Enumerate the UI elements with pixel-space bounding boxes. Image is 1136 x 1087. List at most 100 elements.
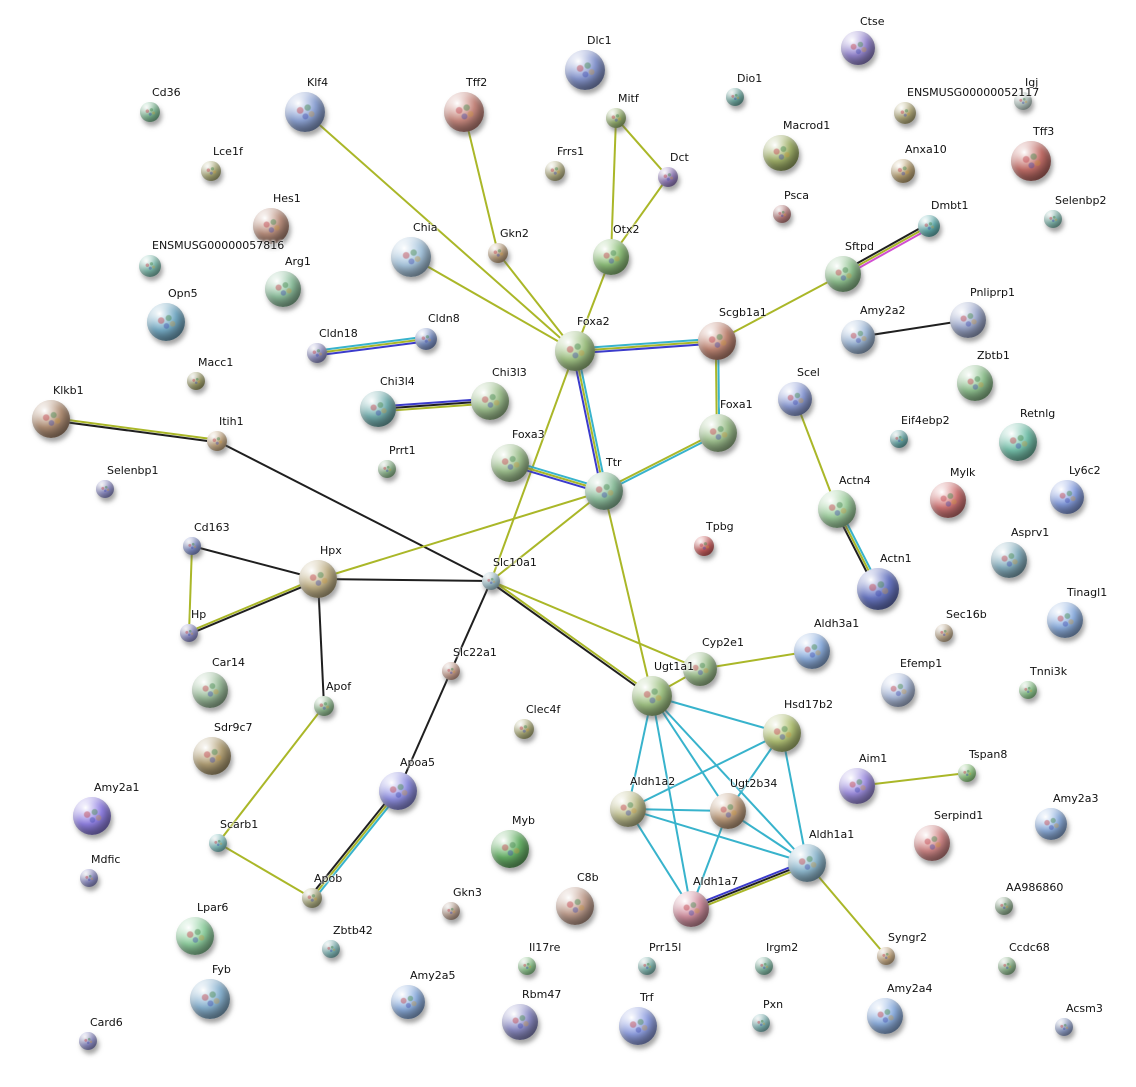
- node-Slc22a1[interactable]: [442, 662, 460, 680]
- node-Pxn[interactable]: [752, 1014, 770, 1032]
- node-Eif4ebp2[interactable]: [890, 430, 908, 448]
- edge-Slc10a1-Slc22a1-ce[interactable]: [450, 580, 492, 672]
- node-Foxa2[interactable]: [555, 331, 595, 371]
- node-Amy2a4[interactable]: [867, 998, 903, 1034]
- node-Foxa1[interactable]: [699, 414, 737, 452]
- node-Ugt2b34[interactable]: [710, 793, 746, 829]
- node-Aldh3a1[interactable]: [794, 633, 830, 669]
- edge-Tff2-Gkn2-tm[interactable]: [463, 111, 499, 254]
- node-Myb[interactable]: [491, 830, 529, 868]
- node-Efemp1[interactable]: [881, 673, 915, 707]
- node-Tff3[interactable]: [1011, 141, 1051, 181]
- node-Gkn2[interactable]: [488, 243, 508, 263]
- edge-Hpx-Ttr-tm[interactable]: [317, 490, 605, 580]
- node-Ugt1a1[interactable]: [632, 676, 672, 716]
- node-Prr15l[interactable]: [638, 957, 656, 975]
- node-Frrs1[interactable]: [545, 161, 565, 181]
- node-Cldn8[interactable]: [415, 328, 437, 350]
- edge-Hsd17b2-Aldh1a2-db[interactable]: [627, 732, 783, 810]
- node-Clec4f[interactable]: [514, 719, 534, 739]
- node-Dio1[interactable]: [726, 88, 744, 106]
- node-Aldh1a1[interactable]: [788, 844, 826, 882]
- edge-Apoa5-Apob-tm[interactable]: [311, 790, 399, 899]
- node-Selenbp1[interactable]: [96, 480, 114, 498]
- edge-Cldn18-Cldn8-db[interactable]: [316, 335, 426, 352]
- node-Klf4[interactable]: [285, 92, 325, 132]
- edge-Mitf-Otx2-tm[interactable]: [610, 117, 617, 258]
- node-Irgm2[interactable]: [755, 957, 773, 975]
- edge-Ugt1a1-Aldh1a1-db[interactable]: [651, 695, 808, 864]
- node-Hpx[interactable]: [299, 560, 337, 598]
- node-Tff2[interactable]: [444, 92, 484, 132]
- node-Scarb1[interactable]: [209, 834, 227, 852]
- node-Gkn3[interactable]: [442, 902, 460, 920]
- node-Itih1[interactable]: [207, 431, 227, 451]
- node-Fyb[interactable]: [190, 979, 230, 1019]
- edge-Slc22a1-Apoa5-ce[interactable]: [397, 670, 452, 792]
- edge-Hsd17b2-Aldh1a1-db[interactable]: [781, 732, 808, 864]
- edge-Foxa1-Ttr-tm[interactable]: [603, 431, 718, 491]
- node-Cyp2e1[interactable]: [683, 652, 717, 686]
- edge-Cyp2e1-Aldh3a1-tm[interactable]: [699, 650, 813, 670]
- node-Lce1f[interactable]: [201, 161, 221, 181]
- edge-Slc10a1-Ugt1a1-ce[interactable]: [489, 581, 652, 698]
- node-Syngr2[interactable]: [877, 947, 895, 965]
- node-Macc1[interactable]: [187, 372, 205, 390]
- edge-Foxa2-Ttr-co[interactable]: [571, 351, 603, 492]
- node-Arg1[interactable]: [265, 271, 301, 307]
- node-Klkb1[interactable]: [32, 400, 70, 438]
- edge-Foxa2-Ttr-db[interactable]: [576, 350, 608, 491]
- edge-Ugt1a1-Aldh1a7-db[interactable]: [651, 695, 692, 910]
- edge-Aim1-Tspan8-tm[interactable]: [856, 772, 968, 787]
- node-Mylk[interactable]: [930, 482, 966, 518]
- node-Scel[interactable]: [778, 382, 812, 416]
- node-Dlc1[interactable]: [565, 50, 605, 90]
- edge-Slc10a1-Ugt1a1-tm[interactable]: [491, 579, 654, 696]
- node-Tnni3k[interactable]: [1019, 681, 1037, 699]
- edge-Ugt1a1-Ugt2b34-db[interactable]: [651, 695, 729, 812]
- node-Chi3l4[interactable]: [360, 391, 396, 427]
- edge-Cd163-Hp-tm[interactable]: [188, 545, 193, 634]
- node-Igj[interactable]: [1014, 92, 1032, 110]
- edge-Foxa2-Slc10a1-tm[interactable]: [490, 350, 576, 582]
- node-Tinagl1[interactable]: [1047, 602, 1083, 638]
- edge-Amy2a2-Pnliprp1-ce[interactable]: [857, 319, 969, 338]
- edge-Itih1-Slc10a1-ce[interactable]: [216, 440, 492, 582]
- node-Slc10a1[interactable]: [482, 572, 500, 590]
- edge-Sftpd-Scgb1a1-tm[interactable]: [716, 273, 844, 342]
- node-Cldn18[interactable]: [307, 343, 327, 363]
- node-Chia[interactable]: [391, 237, 431, 277]
- node-Macrod1[interactable]: [763, 135, 799, 171]
- node-Tpbg[interactable]: [694, 536, 714, 556]
- node-Foxa3[interactable]: [491, 444, 529, 482]
- edge-Hpx-Slc10a1-ce[interactable]: [317, 578, 492, 582]
- node-Anxa10[interactable]: [891, 159, 915, 183]
- edge-Chia-Foxa2-tm[interactable]: [410, 256, 576, 352]
- edge-Aldh1a7-Aldh1a1-ce[interactable]: [690, 862, 808, 910]
- edge-Cldn18-Cldn8-co[interactable]: [317, 340, 427, 357]
- node-Apob[interactable]: [302, 888, 322, 908]
- edge-Klkb1-Itih1-tm[interactable]: [51, 416, 218, 441]
- node-Selenbp2[interactable]: [1044, 210, 1062, 228]
- node-Card6[interactable]: [79, 1032, 97, 1050]
- node-Zbtb42[interactable]: [322, 940, 340, 958]
- node-ENSMUSG00000052117[interactable]: [894, 102, 916, 124]
- edge-Foxa2-Scgb1a1-db[interactable]: [574, 337, 717, 350]
- node-Actn1[interactable]: [857, 568, 899, 610]
- node-Amy2a1[interactable]: [73, 797, 111, 835]
- edge-Hp-Hpx-tm[interactable]: [188, 576, 318, 633]
- node-Apoa5[interactable]: [379, 772, 417, 810]
- edge-Apoa5-Apob-db[interactable]: [313, 791, 401, 901]
- node-Zbtb1[interactable]: [957, 365, 993, 401]
- edge-Klkb1-Itih1-ce[interactable]: [50, 419, 217, 444]
- edge-Hpx-Apof-ce[interactable]: [317, 578, 325, 707]
- node-Otx2[interactable]: [593, 239, 629, 275]
- edge-Mitf-Dct-tm[interactable]: [615, 117, 669, 178]
- node-AA986860[interactable]: [995, 897, 1013, 915]
- node-Sec16b[interactable]: [935, 624, 953, 642]
- node-Hes1[interactable]: [253, 208, 289, 244]
- node-Asprv1[interactable]: [991, 542, 1027, 578]
- node-Mitf[interactable]: [606, 108, 626, 128]
- node-Hsd17b2[interactable]: [763, 714, 801, 752]
- node-Ctse[interactable]: [841, 31, 875, 65]
